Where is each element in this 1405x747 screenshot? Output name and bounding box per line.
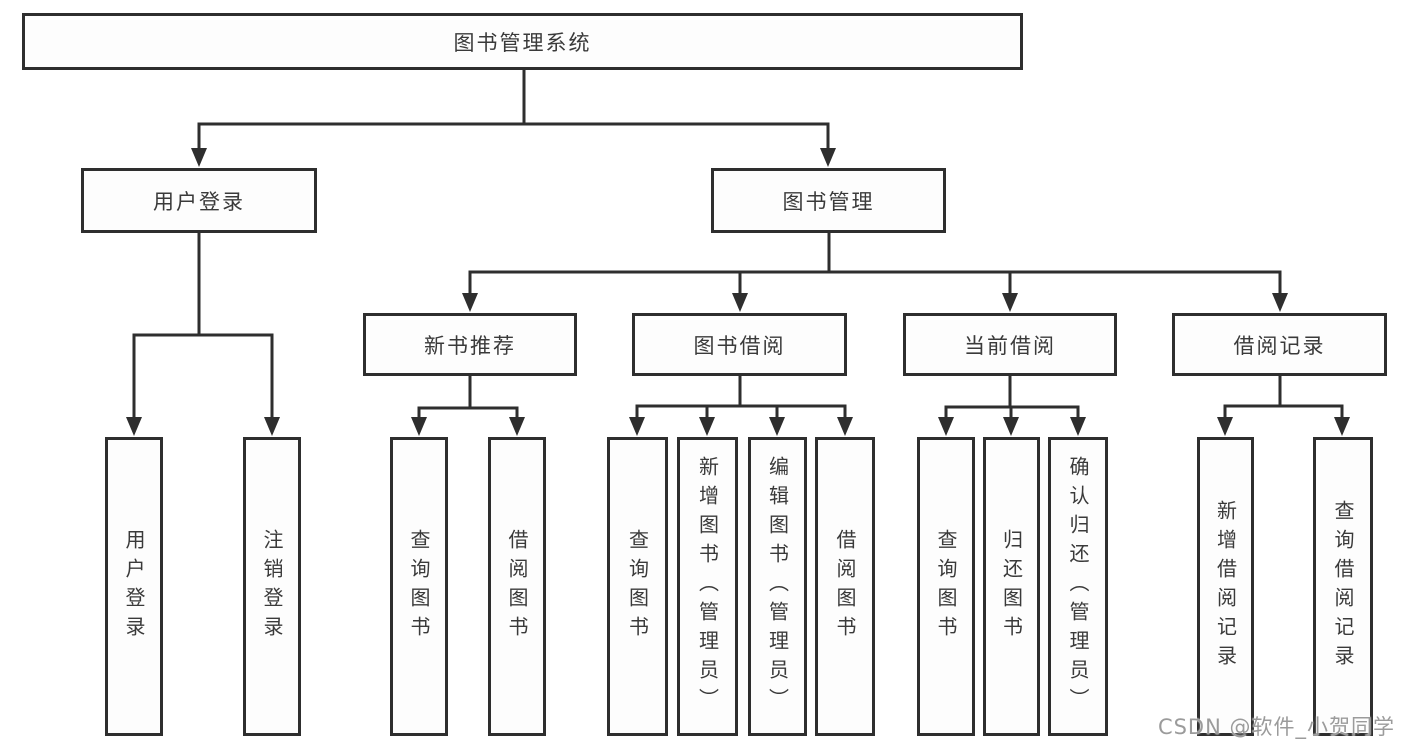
node-label: 查询图书 [407,528,431,645]
leaf-borrow-books: 借阅图书 [815,437,875,736]
leaf-return-books: 归还图书 [983,437,1040,736]
leaf-query-borrow-record: 查询借阅记录 [1313,437,1373,736]
node-book-borrowing: 图书借阅 [632,313,847,376]
node-label: 图书借阅 [693,333,786,358]
node-book-management: 图书管理 [711,168,946,233]
node-label: 当前借阅 [964,333,1056,358]
leaf-add-book-admin: 新增图书（管理员） [677,437,738,736]
node-new-book-recommendation: 新书推荐 [363,313,577,376]
leaf-query-books: 查询图书 [917,437,975,736]
leaf-query-books: 查询图书 [607,437,668,736]
node-label: 新增图书（管理员） [695,456,720,717]
node-label: 编辑图书（管理员） [765,456,790,717]
leaf-add-borrow-record: 新增借阅记录 [1197,437,1254,736]
node-label: 新增借阅记录 [1213,499,1238,674]
node-label: 归还图书 [999,528,1024,645]
node-label: 确认归还（管理员） [1066,456,1090,717]
leaf-edit-book-admin: 编辑图书（管理员） [748,437,807,736]
leaf-query-books: 查询图书 [390,437,448,736]
node-label: 用户登录 [153,189,245,214]
node-user-login: 用户登录 [81,168,317,233]
node-label: 注销登录 [260,528,284,645]
node-label: 借阅记录 [1233,333,1326,358]
node-borrowing-records: 借阅记录 [1172,313,1387,376]
leaf-logout: 注销登录 [243,437,301,736]
node-label: 借阅图书 [505,528,529,645]
node-library-management-system: 图书管理系统 [22,13,1023,70]
node-current-borrowing: 当前借阅 [903,313,1117,376]
node-label: 查询借阅记录 [1331,499,1355,674]
node-label: 新书推荐 [424,333,516,358]
node-label: 用户登录 [122,528,146,645]
leaf-confirm-return-admin: 确认归还（管理员） [1048,437,1108,736]
node-label: 借阅图书 [833,528,857,645]
csdn-watermark: CSDN @软件_小贺同学 [1157,715,1395,739]
node-label: 查询图书 [625,528,650,645]
leaf-user-login: 用户登录 [105,437,163,736]
node-label: 查询图书 [934,528,958,645]
leaf-borrow-books: 借阅图书 [488,437,546,736]
node-label: 图书管理 [782,189,875,214]
node-label: 图书管理系统 [453,30,592,55]
